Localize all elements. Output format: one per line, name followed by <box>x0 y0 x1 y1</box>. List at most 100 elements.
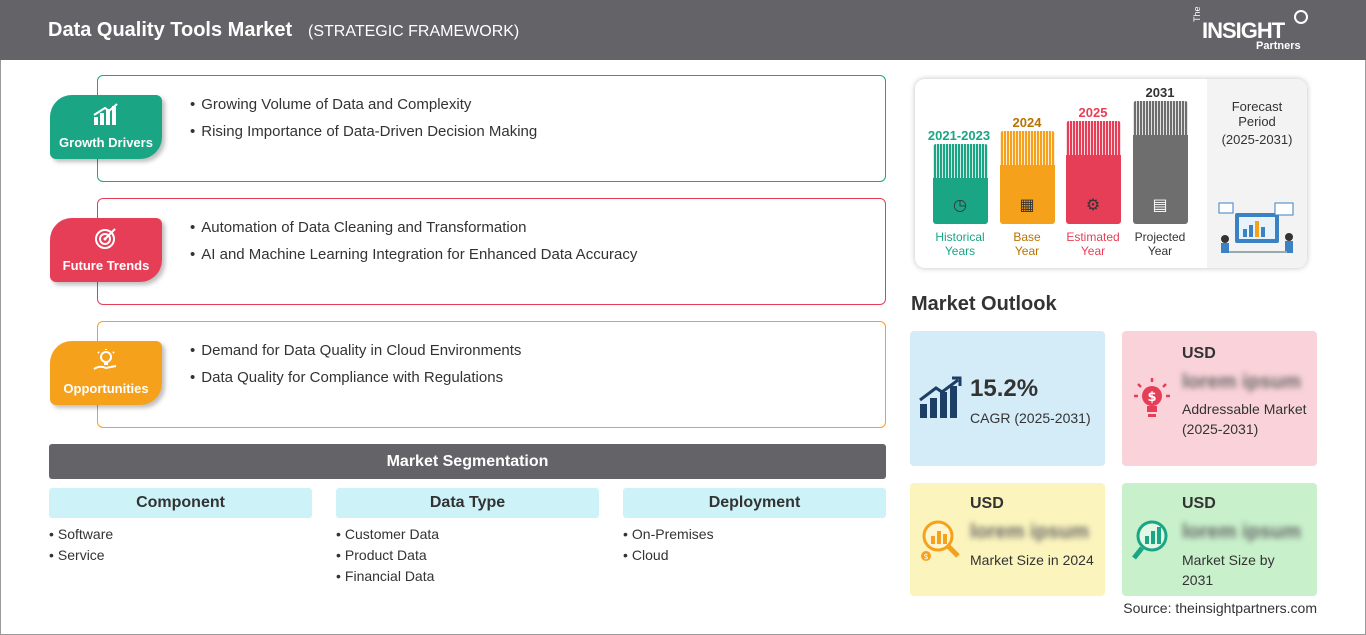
caption-line: Year <box>1147 244 1173 258</box>
forecast-period-panel: Forecast Period (2025-2031) <box>1207 79 1307 268</box>
forecast-title: Forecast Period <box>1231 99 1283 129</box>
bar-stripes <box>1000 131 1055 165</box>
settings-chart-icon: ⚙ <box>1085 197 1101 214</box>
cagr-box: 15.2% CAGR (2025-2031) <box>910 331 1105 466</box>
list-item: Growing Volume of Data and Complexity <box>190 96 537 113</box>
market-size-2031-desc: Market Size by 2031 <box>1182 552 1275 588</box>
future-trends-card: Automation of Data Cleaning and Transfor… <box>97 198 886 305</box>
timeline-panel: 2021-2023 ◷ Historical Years 2024 ▦ Base… <box>915 79 1307 268</box>
cagr-value: 15.2% <box>970 375 1039 402</box>
projected-caption: Projected Year <box>1125 230 1195 258</box>
opportunities-badge: Opportunities <box>50 341 162 405</box>
caption-line: Years <box>944 244 976 258</box>
page-subtitle: (STRATEGIC FRAMEWORK) <box>308 23 520 40</box>
base-bar: ▦ <box>1000 131 1055 224</box>
growth-drivers-list: Growing Volume of Data and Complexity Ri… <box>190 96 537 150</box>
usd-label: USD <box>1182 495 1216 512</box>
segment-deployment: Deployment On-Premises Cloud <box>623 488 886 568</box>
presentation-icon: ▤ <box>1152 197 1168 214</box>
future-trends-list: Automation of Data Cleaning and Transfor… <box>190 219 637 273</box>
caption-line: Historical <box>935 230 985 244</box>
addressable-market-box: $ USD lorem ipsum Addressable Market (20… <box>1122 331 1317 466</box>
logo-ring-icon <box>1294 10 1308 24</box>
rising-bar-chart-icon <box>918 376 962 420</box>
insight-partners-logo[interactable]: The INSIGHT Partners <box>1190 6 1320 56</box>
list-item: Service <box>49 547 312 563</box>
market-size-2031-box: USD lorem ipsum Market Size by 2031 <box>1122 483 1317 596</box>
caption-line: Base <box>1013 230 1041 244</box>
segment-data-type: Data Type Customer Data Product Data Fin… <box>336 488 599 589</box>
analytics-illustration-icon <box>1215 199 1301 255</box>
logo-the: The <box>1192 6 1202 22</box>
logo-insight: INSIGHT <box>1202 18 1285 43</box>
market-size-2024-desc: Market Size in 2024 <box>970 552 1094 568</box>
header-bar: Data Quality Tools Market (STRATEGIC FRA… <box>0 0 1366 60</box>
estimated-caption: Estimated Year <box>1058 230 1128 258</box>
history-clock-icon: ◷ <box>953 197 967 214</box>
blurred-value: lorem ipsum <box>970 521 1089 543</box>
list-item: Software <box>49 526 312 542</box>
market-outlook-title: Market Outlook <box>911 293 1057 315</box>
segment-head: Data Type <box>336 488 599 518</box>
list-item: Financial Data <box>336 568 599 584</box>
logo-partners: Partners <box>1256 40 1301 52</box>
svg-text:$: $ <box>923 552 928 561</box>
page-title: Data Quality Tools Market <box>48 19 293 41</box>
list-item: Product Data <box>336 547 599 563</box>
opportunities-list: Demand for Data Quality in Cloud Environ… <box>190 342 521 396</box>
base-caption: Base Year <box>992 230 1062 258</box>
list-item: Cloud <box>623 547 886 563</box>
projected-year-label: 2031 <box>1145 85 1175 100</box>
source-link[interactable]: Source: theinsightpartners.com <box>1123 600 1317 616</box>
magnifier-chart-icon: $ <box>918 518 962 562</box>
list-item: On-Premises <box>623 526 886 542</box>
caption-line: Estimated <box>1066 230 1120 244</box>
caption-line: Year <box>1080 244 1106 258</box>
caption-line: Projected <box>1134 230 1186 244</box>
opportunities-card: Demand for Data Quality in Cloud Environ… <box>97 321 886 428</box>
target-icon <box>50 226 162 255</box>
projected-bar: ▤ <box>1133 101 1188 224</box>
growth-chart-icon <box>50 103 162 132</box>
list-item: AI and Machine Learning Integration for … <box>190 246 637 263</box>
usd-label: USD <box>970 495 1004 512</box>
market-size-2024-box: $ USD lorem ipsum Market Size in 2024 <box>910 483 1105 596</box>
historical-bar: ◷ <box>933 144 988 224</box>
list-item: Rising Importance of Data-Driven Decisio… <box>190 123 537 140</box>
list-item: Demand for Data Quality in Cloud Environ… <box>190 342 521 359</box>
caption-line: Year <box>1014 244 1040 258</box>
lightbulb-dollar-icon: $ <box>1130 376 1174 420</box>
calendar-icon: ▦ <box>1019 197 1035 214</box>
list-item: Customer Data <box>336 526 599 542</box>
forecast-range: (2025-2031) <box>1221 132 1293 147</box>
growth-drivers-badge: Growth Drivers <box>50 95 162 159</box>
segment-head: Component <box>49 488 312 518</box>
segment-list: Software Service <box>49 526 312 563</box>
blurred-value: lorem ipsum <box>1182 521 1301 543</box>
market-segmentation-bar: Market Segmentation <box>49 444 886 479</box>
estimated-year-label: 2025 <box>1078 105 1108 120</box>
list-item: Automation of Data Cleaning and Transfor… <box>190 219 637 236</box>
bar-stripes <box>1133 101 1188 135</box>
future-trends-label: Future Trends <box>62 258 150 273</box>
list-item: Data Quality for Compliance with Regulat… <box>190 369 521 386</box>
segment-component: Component Software Service <box>49 488 312 568</box>
cagr-desc: CAGR (2025-2031) <box>970 410 1091 426</box>
addressable-desc: Addressable Market (2025-2031) <box>1182 401 1307 437</box>
base-year-label: 2024 <box>1012 115 1042 130</box>
historical-caption: Historical Years <box>925 230 995 258</box>
growth-drivers-label: Growth Drivers <box>59 135 153 150</box>
historical-years-label: 2021-2023 <box>927 128 991 143</box>
opportunities-label: Opportunities <box>63 381 149 396</box>
segment-head: Deployment <box>623 488 886 518</box>
usd-label: USD <box>1182 345 1216 362</box>
growth-drivers-card: Growing Volume of Data and Complexity Ri… <box>97 75 886 182</box>
segment-list: On-Premises Cloud <box>623 526 886 563</box>
magnifier-growth-icon <box>1130 518 1174 562</box>
future-trends-badge: Future Trends <box>50 218 162 282</box>
bar-stripes <box>1066 121 1121 155</box>
estimated-bar: ⚙ <box>1066 121 1121 224</box>
segment-list: Customer Data Product Data Financial Dat… <box>336 526 599 584</box>
bar-stripes <box>933 144 988 178</box>
svg-text:$: $ <box>1147 390 1156 405</box>
